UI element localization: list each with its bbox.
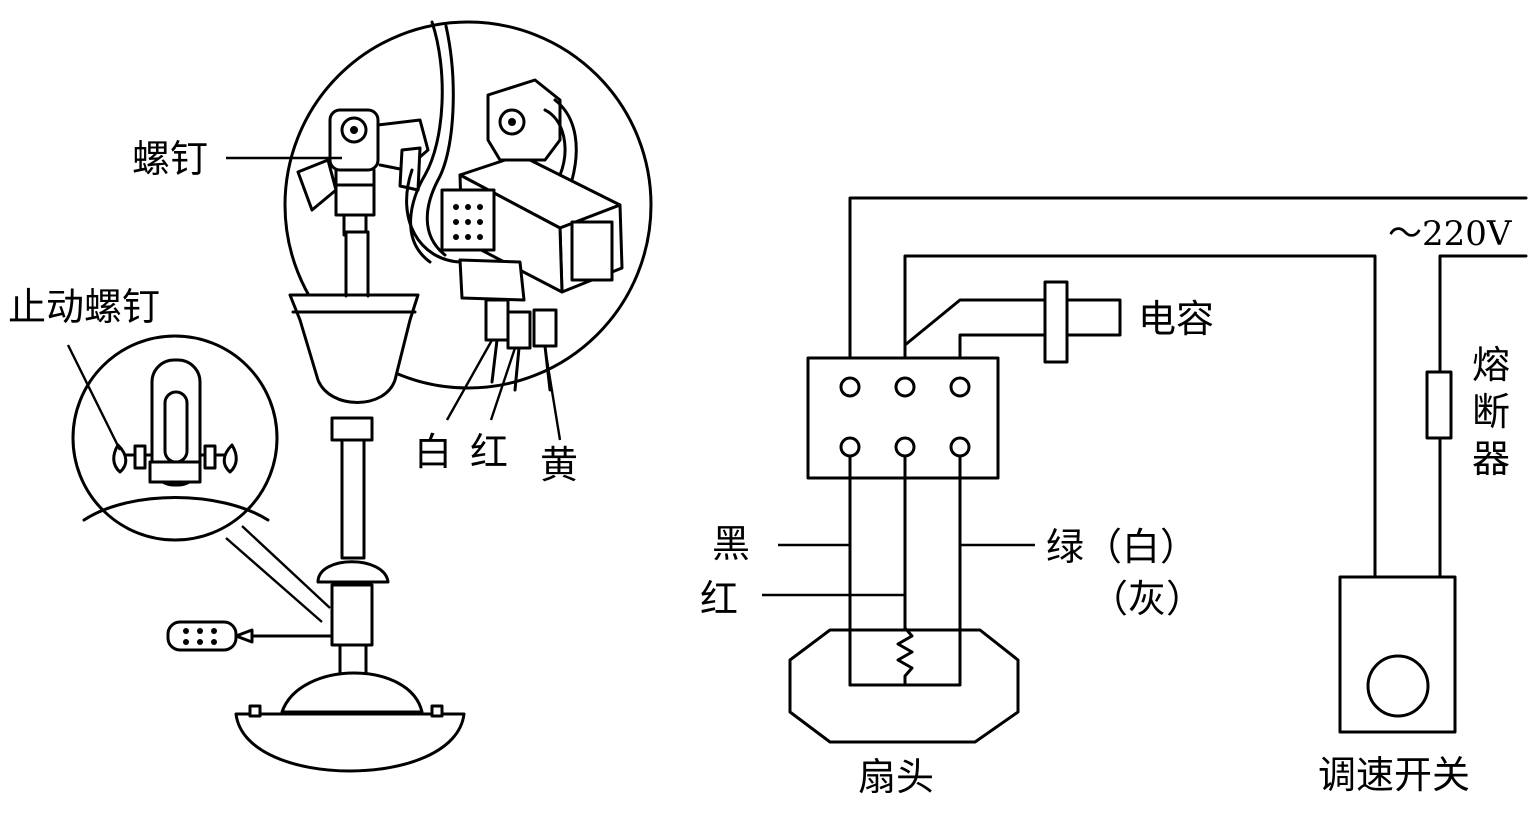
wire-yellow-label: 黄 [540,443,578,487]
screw-label: 螺钉 [132,137,208,181]
wire-white-label: 白 [414,430,452,474]
fuse-label-3: 器 [1472,437,1510,481]
fan-head-label: 扇头 [858,755,934,799]
fan-head-symbol [788,628,1020,744]
mains-line-3 [1438,254,1528,579]
capacitor-label: 电容 [1138,297,1214,341]
fan-assembly-illustration [66,20,653,773]
pivot-bracket [296,108,430,237]
speed-switch-label: 调速开关 [1318,753,1470,797]
set-screw-tag [166,620,332,652]
red-wire-label: 红 [700,577,738,621]
stop-screw-detail [71,334,331,623]
fuse-symbol [1425,370,1453,440]
terminal-box [806,356,1000,480]
green-white-label: 绿（白） [1046,525,1198,569]
black-wire-label: 黑 [712,522,750,566]
resistor-zigzag [896,626,914,687]
fuse-label-1: 熔 [1472,343,1510,387]
stop-screw-label: 止动螺钉 [8,285,160,329]
wiring-schematic [762,196,1528,744]
terminal-block [405,78,624,392]
speed-switch-knob [1366,654,1430,718]
terminal-holes [839,376,971,458]
wire-red-label: 红 [470,430,508,474]
magnified-detail-circle [283,20,653,390]
mains-line-top [848,196,1528,384]
wire-green [848,454,962,687]
voltage-label: ～220V [1388,214,1513,254]
gray-label: （灰） [1090,577,1204,621]
mains-line-2 [903,254,1377,579]
canopy-bowl [234,671,466,773]
down-rod [288,230,420,679]
fuse-label-2: 断 [1472,390,1510,434]
